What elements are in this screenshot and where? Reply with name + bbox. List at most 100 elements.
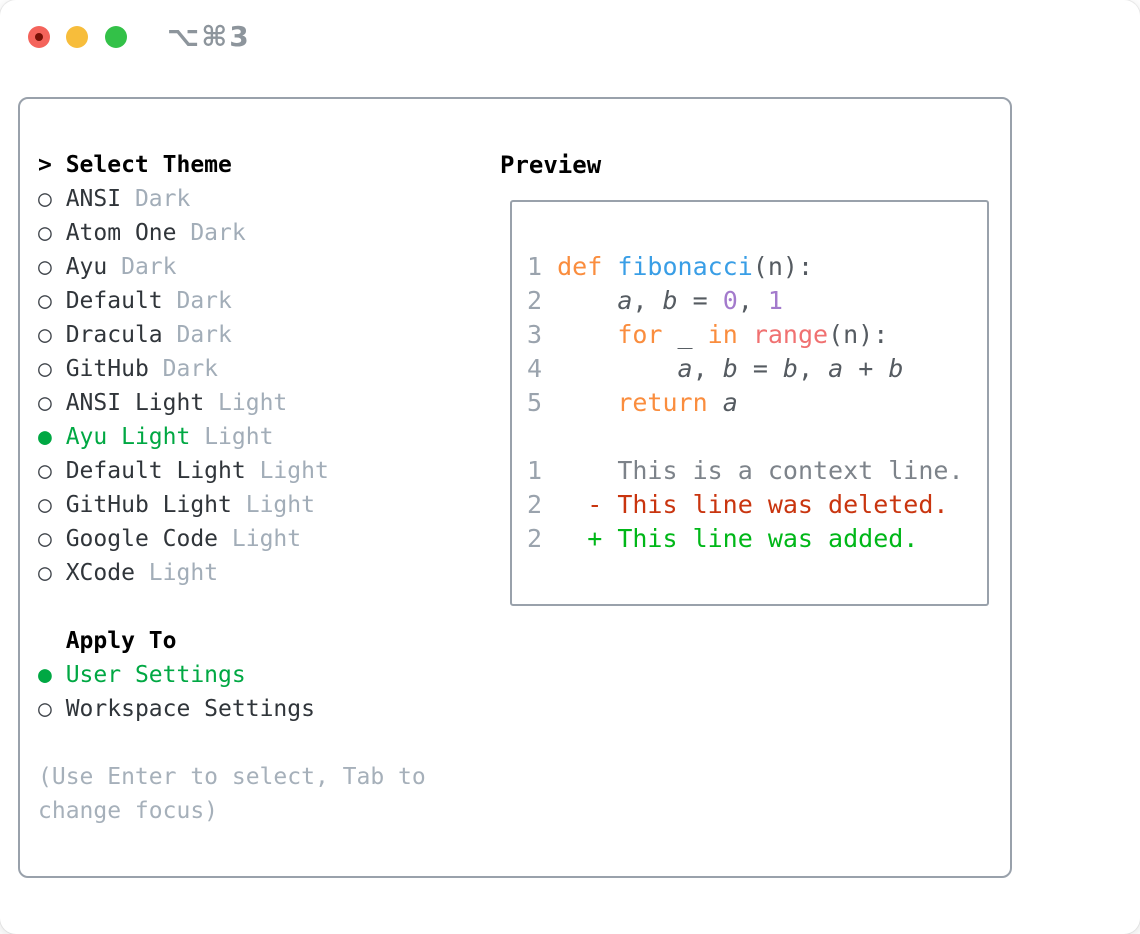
token-deleted: - This line was deleted. — [587, 490, 949, 519]
theme-variant-tag: Dark — [162, 288, 232, 314]
theme-variant-tag: Dark — [148, 356, 219, 382]
token-plain — [542, 388, 617, 417]
token-plain: + — [843, 354, 889, 383]
theme-name: Dracula — [51, 322, 163, 348]
theme-option-ansi[interactable]: ○ ANSI Dark — [38, 182, 426, 216]
theme-option-dracula[interactable]: ○ Dracula Dark — [38, 318, 426, 352]
token-ident: b — [722, 354, 738, 383]
theme-option-github[interactable]: ○ GitHub Dark — [38, 352, 426, 386]
token-linenum: 5 — [527, 388, 543, 417]
token-plain: , — [797, 354, 829, 383]
theme-name: GitHub — [51, 356, 149, 382]
theme-name: Ayu Light — [51, 424, 191, 450]
token-plain — [542, 490, 587, 519]
code-line-1: 1 def fibonacci(n): — [527, 250, 987, 284]
window-title-shortcut: ⌥⌘3 — [167, 20, 251, 53]
code-line-5: 5 return a — [527, 386, 987, 420]
apply-to-header-label: Apply To — [38, 628, 177, 654]
theme-variant-tag: Dark — [162, 322, 232, 348]
theme-name: XCode — [51, 560, 135, 586]
token-linenum: 3 — [527, 320, 543, 349]
radio-icon: ○ — [38, 390, 52, 416]
token-linenum: 1 — [527, 252, 558, 281]
radio-icon: ○ — [38, 458, 52, 484]
token-linenum: 4 — [527, 354, 543, 383]
token-plain — [738, 320, 753, 349]
theme-option-ayu-light[interactable]: ● Ayu Light Light — [38, 420, 426, 454]
token-ident: b — [888, 354, 904, 383]
theme-name: Default Light — [51, 458, 246, 484]
theme-name: Atom One — [51, 220, 177, 246]
token-plain: (n): — [752, 252, 814, 281]
diff-deleted-line: 2 - This line was deleted. — [527, 488, 987, 522]
token-plain: = — [677, 286, 723, 315]
theme-variant-tag: Dark — [176, 220, 246, 246]
token-ident: a — [722, 388, 738, 417]
minimize-button[interactable] — [66, 26, 88, 48]
radio-icon: ○ — [38, 560, 52, 586]
selected-radio-icon: ● — [38, 424, 52, 450]
diff-context-line: 1 This is a context line. — [527, 454, 987, 488]
blank-line — [527, 420, 987, 454]
token-linenum: 2 — [527, 524, 543, 553]
hint-text: (Use Enter to select, Tab to — [38, 760, 426, 794]
token-linenum: 2 — [527, 490, 543, 519]
token-plain — [542, 456, 617, 485]
radio-icon: ○ — [38, 254, 52, 280]
token-plain: _ — [662, 320, 708, 349]
theme-variant-tag: Light — [134, 560, 219, 586]
token-plain: , — [737, 286, 768, 315]
theme-name: ANSI — [51, 186, 122, 212]
theme-option-google-code[interactable]: ○ Google Code Light — [38, 522, 426, 556]
radio-icon: ○ — [38, 356, 52, 382]
token-plain — [542, 524, 587, 553]
token-plain — [602, 252, 617, 281]
token-plain — [542, 354, 677, 383]
token-ident: b — [782, 354, 798, 383]
theme-option-default[interactable]: ○ Default Dark — [38, 284, 426, 318]
maximize-button[interactable] — [105, 26, 127, 48]
theme-option-default-light[interactable]: ○ Default Light Light — [38, 454, 426, 488]
theme-variant-tag: Light — [218, 526, 302, 552]
hint-text: change focus) — [38, 794, 426, 828]
token-keyword: for — [617, 320, 663, 349]
theme-option-ansi-light[interactable]: ○ ANSI Light Light — [38, 386, 426, 420]
theme-option-github-light[interactable]: ○ GitHub Light Light — [38, 488, 426, 522]
token-function: fibonacci — [617, 252, 753, 281]
apply-option-label: User Settings — [51, 662, 246, 688]
code-line-3: 3 for _ in range(n): — [527, 318, 987, 352]
hint-text-line: change focus) — [38, 798, 219, 824]
token-plain — [542, 320, 617, 349]
theme-variant-tag: Dark — [107, 254, 177, 280]
token-keyword: def — [557, 252, 603, 281]
theme-name: Ayu — [51, 254, 108, 280]
theme-picker-list: > Select Theme○ ANSI Dark○ Atom One Dark… — [38, 148, 426, 828]
theme-name: Google Code — [51, 526, 219, 552]
radio-icon: ○ — [38, 322, 52, 348]
theme-option-xcode[interactable]: ○ XCode Light — [38, 556, 426, 590]
apply-to-header: Apply To — [38, 624, 426, 658]
token-plain: , — [692, 354, 723, 383]
close-button[interactable] — [28, 26, 50, 48]
token-number: 1 — [767, 286, 783, 315]
theme-name: ANSI Light — [51, 390, 205, 416]
token-ident: a — [677, 354, 693, 383]
apply-option-user-settings[interactable]: ● User Settings — [38, 658, 426, 692]
theme-name: Default — [51, 288, 163, 314]
preview-header: Preview — [500, 151, 602, 179]
token-plain — [708, 388, 723, 417]
theme-variant-tag: Light — [190, 424, 274, 450]
hint-text-line: (Use Enter to select, Tab to — [38, 764, 426, 790]
token-ident: a — [617, 286, 633, 315]
token-number: 0 — [722, 286, 738, 315]
token-plain: (n): — [828, 320, 889, 349]
apply-option-workspace-settings[interactable]: ○ Workspace Settings — [38, 692, 426, 726]
select-theme-header: > Select Theme — [38, 148, 426, 182]
token-builtin: range — [752, 320, 829, 349]
spacer — [38, 726, 426, 760]
theme-variant-tag: Light — [231, 492, 315, 518]
token-linenum: 1 — [527, 456, 543, 485]
theme-option-ayu[interactable]: ○ Ayu Dark — [38, 250, 426, 284]
theme-option-atom-one[interactable]: ○ Atom One Dark — [38, 216, 426, 250]
